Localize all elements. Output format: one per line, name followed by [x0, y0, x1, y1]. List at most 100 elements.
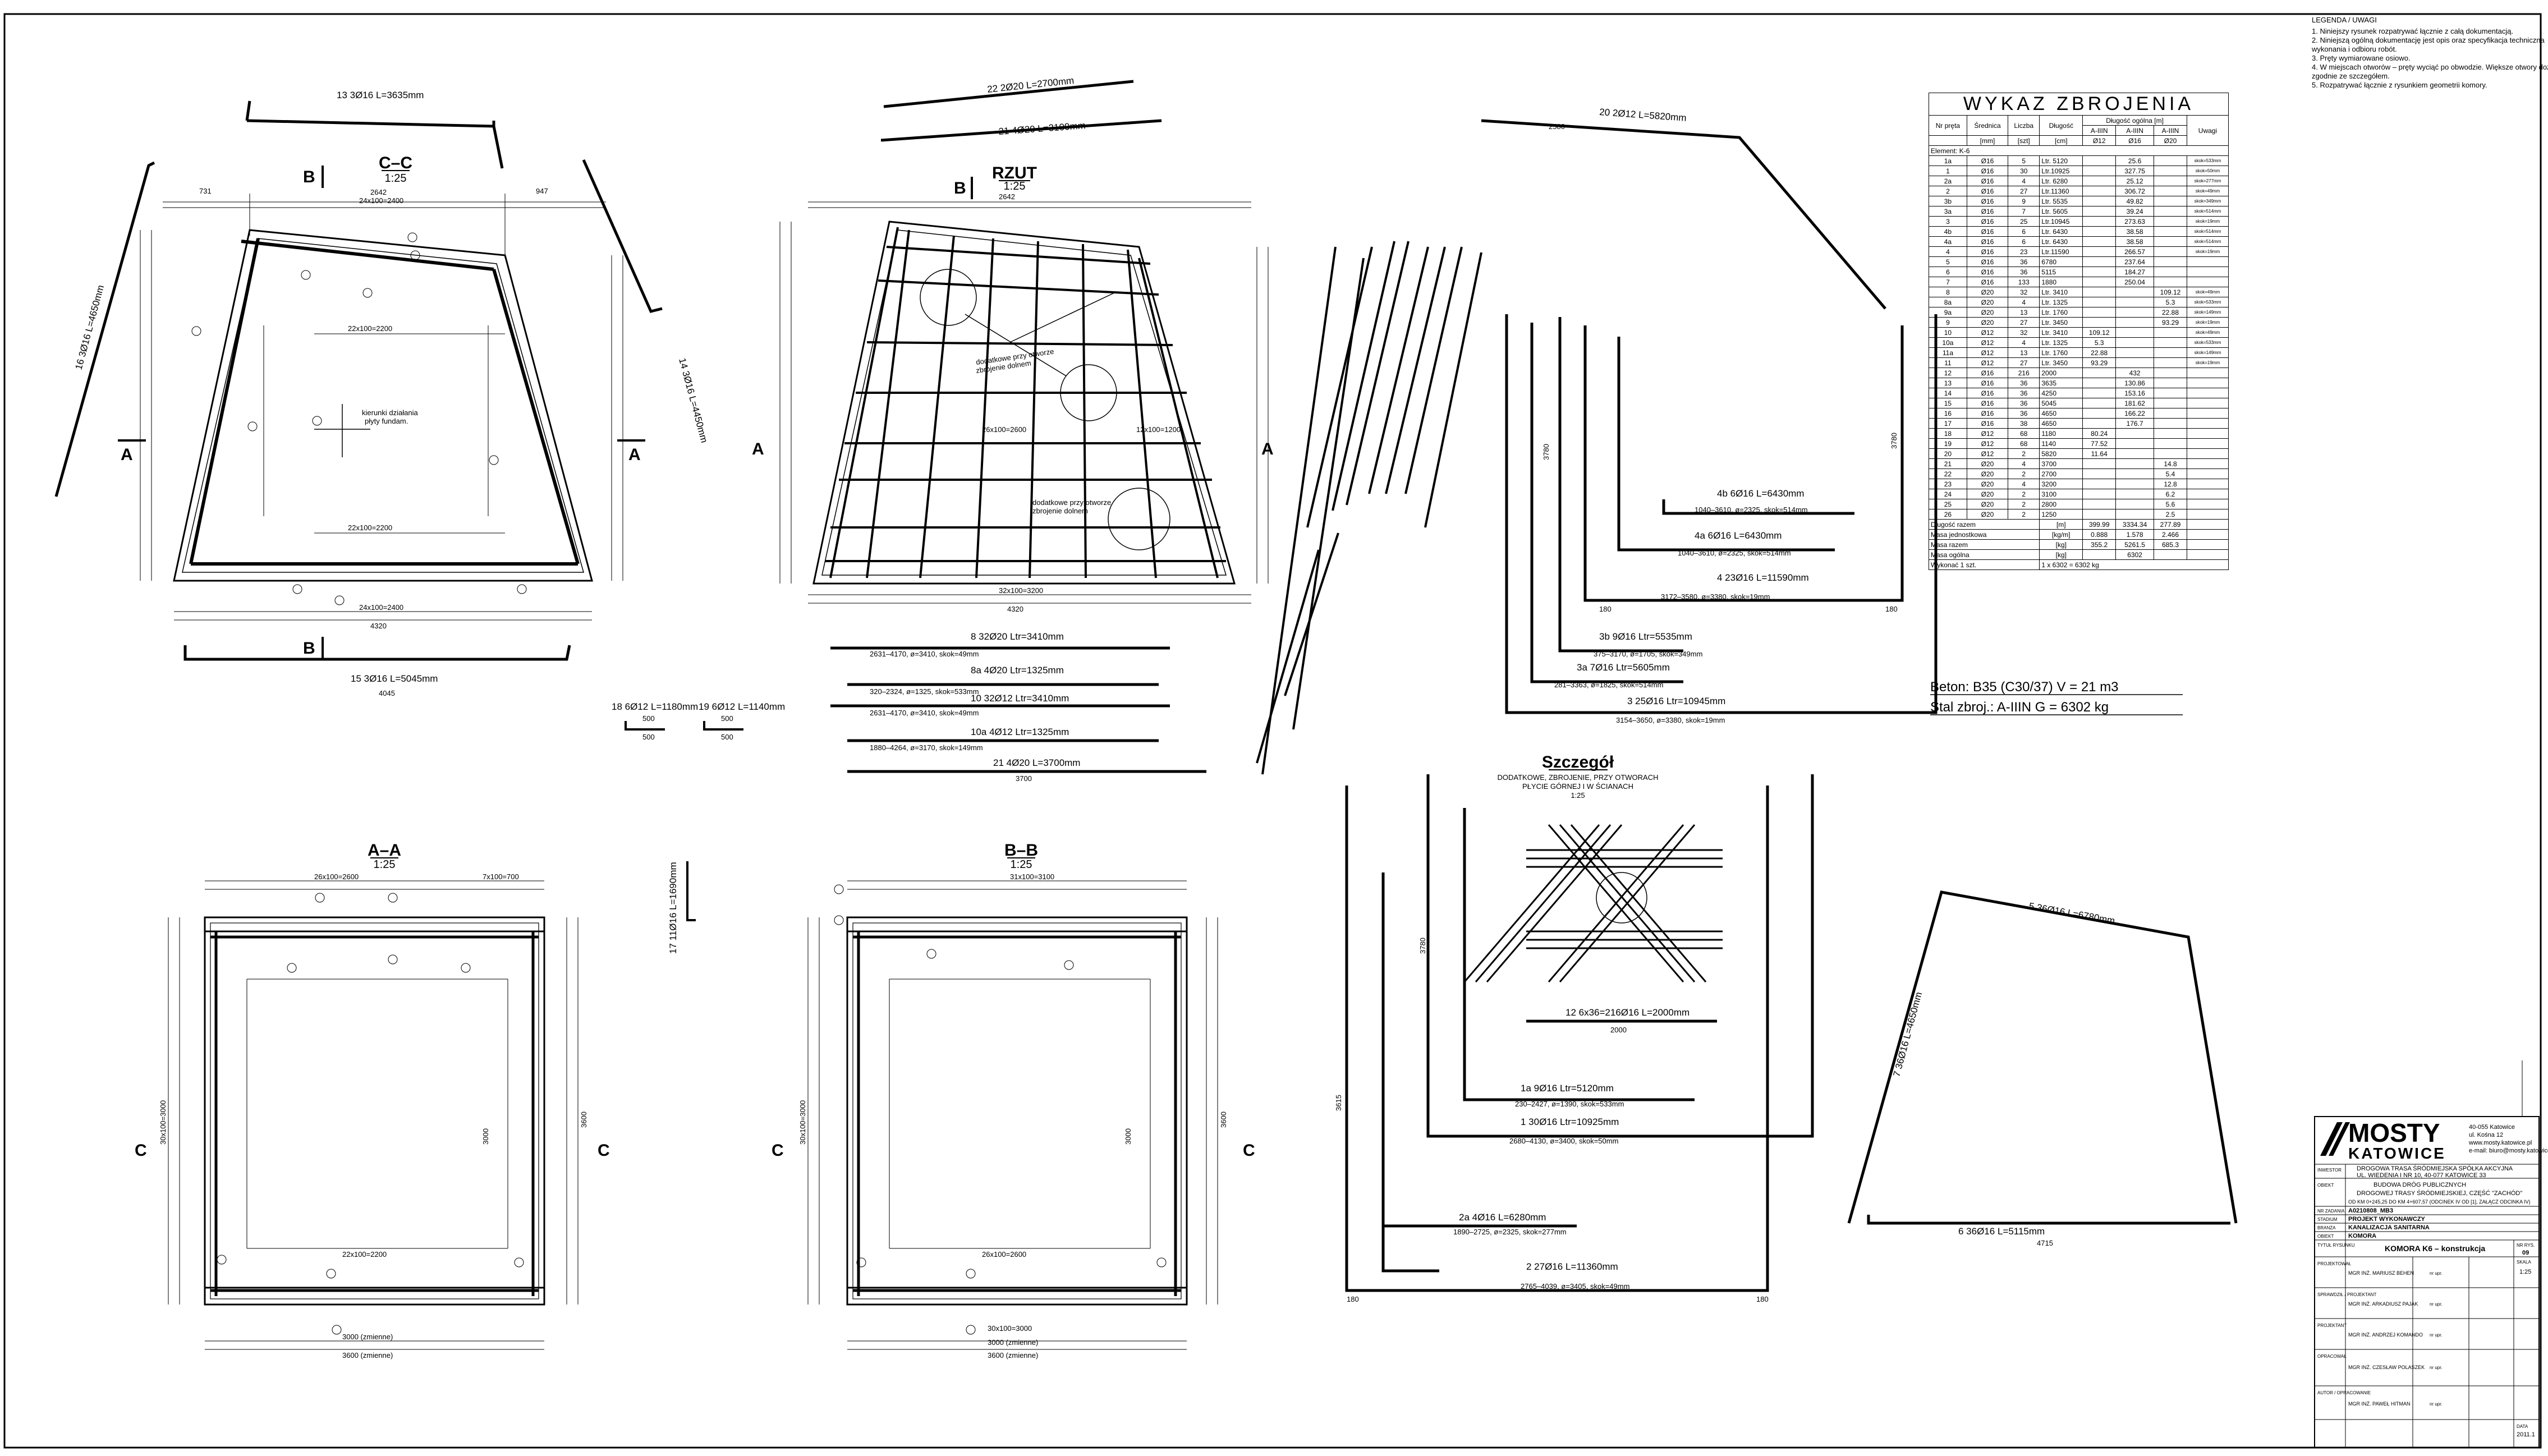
- logo-mark-icon: [2320, 1122, 2343, 1156]
- summary-value-a: 355.2: [2082, 539, 2117, 550]
- aa-dim-h1: 30x100=3000: [159, 1100, 167, 1145]
- rzut-bar-8a: 8a 4Ø20 Ltr=1325mm: [971, 665, 1064, 676]
- table-cell-d: Ø16: [1966, 236, 2009, 247]
- table-cell-b: 153.16: [2115, 388, 2155, 398]
- bar4-dim-v: 3780: [1890, 433, 1898, 449]
- role-3-name: MGR INŻ. ANDRZEJ KOMANDO: [2348, 1332, 2423, 1338]
- unit-szt: [szt]: [2008, 135, 2040, 146]
- table-cell-b: 25.12: [2115, 176, 2155, 186]
- bar4a-label: 4a 6Ø16 L=6430mm: [1695, 530, 1782, 541]
- summary-key: Długość razem: [1928, 519, 2040, 530]
- table-cell-c: 12.8: [2154, 479, 2187, 489]
- table-cell-a: 77.52: [2082, 438, 2117, 449]
- col-dlo: Długość ogólna [m]: [2082, 115, 2187, 126]
- table-cell-b: 38.58: [2115, 226, 2155, 237]
- section-mark-a-right: A: [628, 445, 641, 464]
- col-s2: A-IIIN: [2115, 125, 2155, 136]
- table-cell-d: Ø16: [1966, 277, 2009, 287]
- table-cell-nr: 3b: [1929, 196, 1967, 206]
- table-cell-n: 36: [2008, 398, 2040, 408]
- rzut-dim-12: 12x100=1200: [1136, 425, 1181, 434]
- section-cc: C–C 1:25 B B A A: [54, 90, 710, 697]
- table-cell-d: Ø16: [1966, 186, 2009, 196]
- section-bb-title: B–B: [1004, 841, 1038, 860]
- cc-dim-731: 731: [199, 187, 212, 195]
- table-cell-l: Ltr. 3410: [2039, 287, 2083, 297]
- table-cell-d: Ø16: [1966, 155, 2009, 166]
- unit-cm: [cm]: [2039, 135, 2083, 146]
- table-cell-b: [2115, 347, 2155, 358]
- table-cell-l: 2000: [2039, 368, 2083, 378]
- rzut-note-1b: dodatkowe przy otworze: [1032, 498, 1111, 507]
- table-cell-n: 4: [2008, 297, 2040, 307]
- table-cell-u: [2186, 509, 2229, 520]
- table-cell-b: [2115, 337, 2155, 348]
- table-cell-c: [2154, 368, 2187, 378]
- szczegol-detail: [1463, 824, 1723, 982]
- table-cell-l: Ltr. 1760: [2039, 347, 2083, 358]
- table-cell-c: [2154, 186, 2187, 196]
- table-cell-d: Ø16: [1966, 166, 2009, 176]
- bar19-dim2: 500: [721, 733, 733, 741]
- section-mark-c-aa-left: C: [135, 1141, 147, 1160]
- table-cell-d: Ø16: [1966, 196, 2009, 206]
- table-cell-d: Ø12: [1966, 347, 2009, 358]
- bar7-label: 7 36Ø16 L=4650mm: [1892, 991, 1925, 1078]
- table-cell-d: Ø20: [1966, 458, 2009, 469]
- bar2-dim-v: 3615: [1334, 1095, 1343, 1111]
- table-cell-l: 1180: [2039, 428, 2083, 439]
- table-cell-u: skok=149mm: [2186, 307, 2229, 318]
- table-cell-l: 1250: [2039, 509, 2083, 520]
- bar2-sub: 2765–4039, ø=3405, skok=49mm: [1521, 1282, 1629, 1290]
- role-1-name: MGR INŻ. MARIUSZ BEHEN: [2348, 1270, 2414, 1276]
- table-cell-d: Ø12: [1966, 357, 2009, 368]
- skala-val: 1:25: [2519, 1269, 2531, 1275]
- table-cell-u: skok=277mm: [2186, 176, 2229, 186]
- bar2-label: 2 27Ø16 L=11360mm: [1526, 1261, 1618, 1272]
- section-mark-b-top: B: [303, 168, 315, 186]
- table-cell-l: 5045: [2039, 398, 2083, 408]
- table-cell-n: 13: [2008, 307, 2040, 318]
- branza-label: BRANŻA: [2317, 1225, 2336, 1230]
- table-cell-u: [2186, 489, 2229, 499]
- summary-value-c: 277.89: [2154, 519, 2187, 530]
- table-cell-l: 2800: [2039, 499, 2083, 509]
- table-cell-d: Ø16: [1966, 408, 2009, 419]
- section-aa: A–A 1:25 C C 26x100=2600: [135, 841, 610, 1359]
- aa-dim-w2: 7x100=700: [483, 872, 519, 881]
- bar2a-sub: 1890–2725, ø=2325, skok=277mm: [1453, 1228, 1567, 1236]
- table-cell-u: [2186, 378, 2229, 388]
- bb-dim-w1: 31x100=3100: [1010, 872, 1054, 881]
- obiekt-3: OD KM 0+245,25 DO KM 4+607,57 (ODCINEK I…: [2348, 1199, 2531, 1205]
- table-cell-nr: 3: [1929, 216, 1967, 227]
- table-cell-c: [2154, 347, 2187, 358]
- table-cell-a: 5.3: [2082, 337, 2117, 348]
- unit-mm: [mm]: [1966, 135, 2009, 146]
- role-5-name: MGR INŻ. PAWEŁ HITMAN: [2348, 1401, 2411, 1407]
- table-cell-b: 250.04: [2115, 277, 2155, 287]
- table-cell-d: Ø16: [1966, 226, 2009, 237]
- stadium-label: STADIUM: [2317, 1217, 2338, 1222]
- table-cell-a: [2082, 226, 2117, 237]
- cc-dim-mid2: 22x100=2200: [348, 523, 392, 532]
- table-cell-u: skok=533mm: [2186, 337, 2229, 348]
- table-cell-u: skok=514mm: [2186, 206, 2229, 217]
- table-cell-d: Ø16: [1966, 256, 2009, 267]
- rzut-bar-21: 21 4Ø20 L=3700mm: [993, 757, 1080, 768]
- table-cell-a: 109.12: [2082, 327, 2117, 338]
- bar3-dim: 3780: [1542, 444, 1550, 460]
- wykonac-value: 1 x 6302 = 6302 kg: [2039, 559, 2229, 570]
- table-cell-c: [2154, 206, 2187, 217]
- table-cell-a: [2082, 176, 2117, 186]
- bb-dim-w4: 3000 (zmienne): [988, 1338, 1038, 1347]
